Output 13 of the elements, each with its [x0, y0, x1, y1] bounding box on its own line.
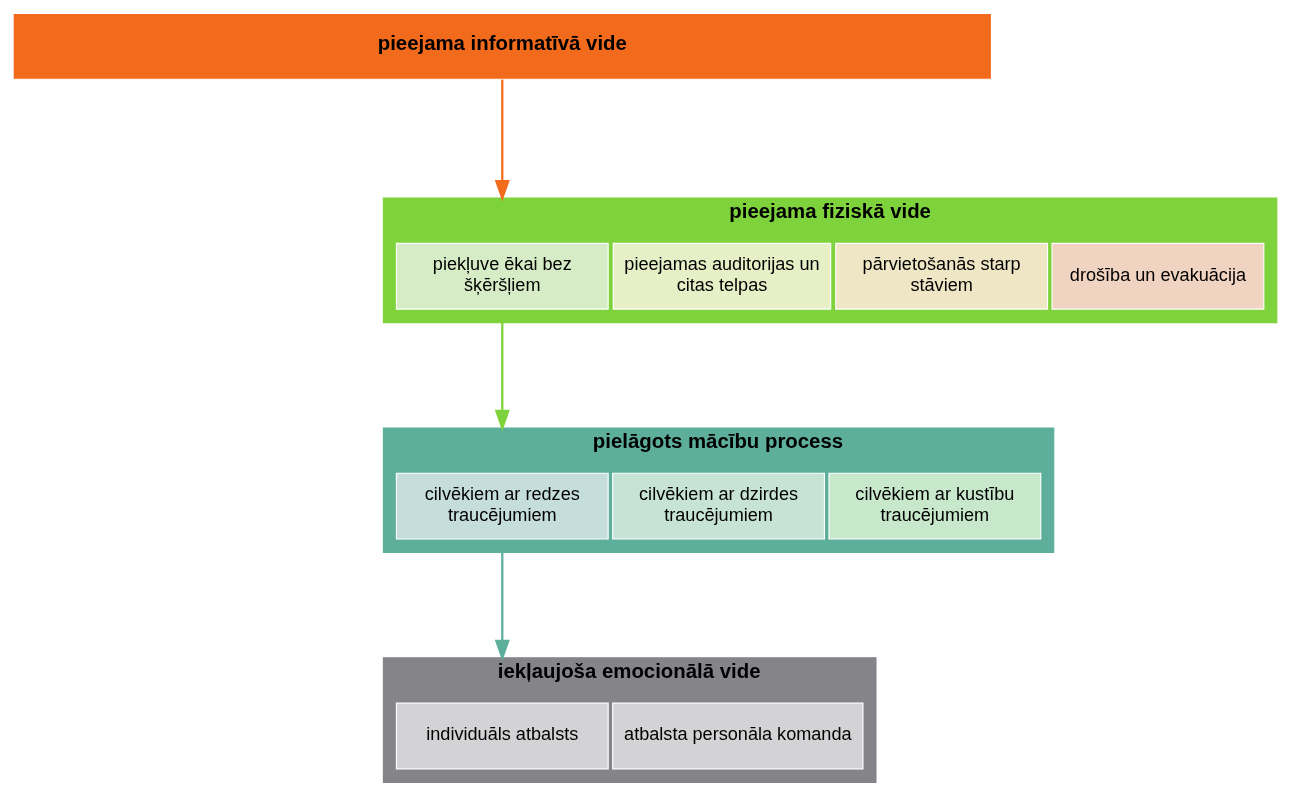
arrow — [494, 79, 510, 202]
node-box: pieejamas auditorijas un citas telpas — [612, 242, 832, 310]
node-box: piekļuve ēkai bez šķēršļiem — [395, 242, 609, 310]
node-box: cilvēkiem ar kustību traucējumiem — [828, 472, 1042, 540]
arrow — [494, 322, 510, 432]
node-box: atbalsta personāla komanda — [612, 702, 864, 770]
node-box: individuāls atbalsts — [395, 702, 609, 770]
node-box: cilvēkiem ar dzirdes traucējumiem — [612, 472, 825, 540]
arrow — [494, 552, 510, 662]
node-box: drošība un evakuācija — [1051, 242, 1265, 310]
node-box: pārvietošanās starp stāviem — [835, 242, 1049, 310]
node-box: pieejama informatīvā vide — [12, 12, 993, 80]
node-box: cilvēkiem ar redzes traucējumiem — [395, 472, 609, 540]
